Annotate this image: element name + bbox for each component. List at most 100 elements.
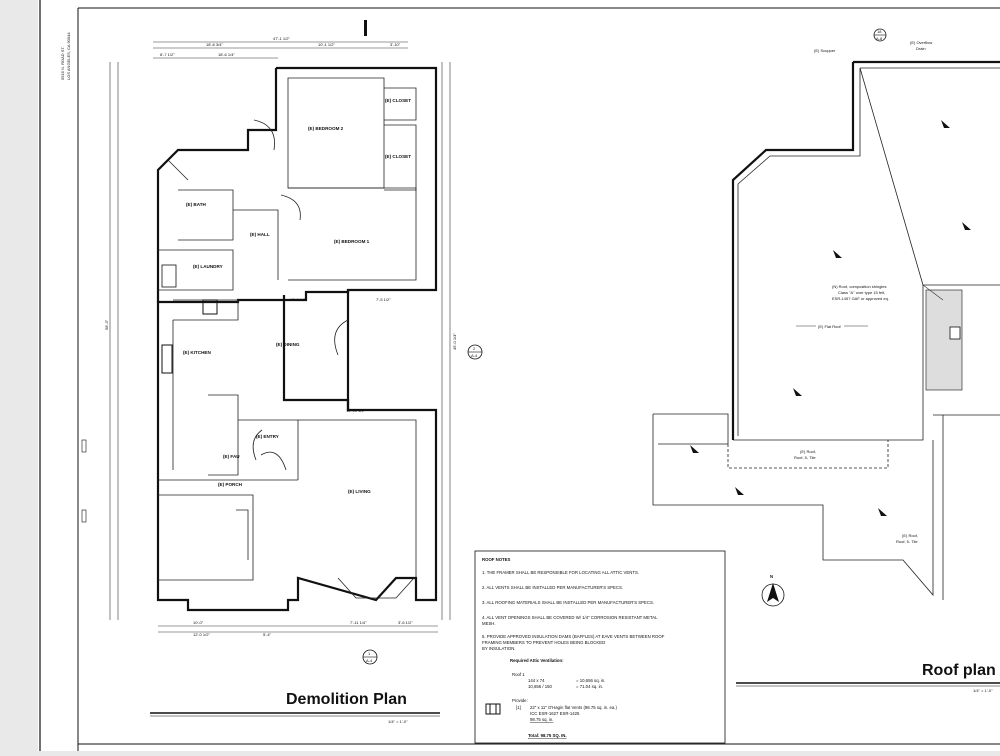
dim-mid-b: 7'-5 1/2" bbox=[376, 297, 391, 302]
roof-notes-heading: ROOF NOTES bbox=[482, 557, 511, 562]
svg-text:2: 2 bbox=[473, 346, 476, 351]
provide-qty: [1] bbox=[516, 705, 521, 710]
room-bedroom-1: (E) BEDROOM 1 bbox=[334, 239, 370, 244]
dim-bottom-a: 10'-0" bbox=[193, 620, 204, 625]
vent-stub bbox=[364, 20, 367, 36]
composition-label-1: (N) Roof, composition shingles bbox=[832, 284, 886, 289]
roof-plan-scale: 1/4" = 1'-0" bbox=[973, 688, 993, 693]
door-swings bbox=[167, 119, 349, 471]
dim-top-d: 8'-7 1/2" bbox=[160, 52, 175, 57]
ventilation-heading: Required Attic Ventilation: bbox=[510, 658, 564, 663]
bottom-dimensions: 10'-0" 12'-0 1/2" 5'-4" 7'-11 1/4" 3'-6 … bbox=[158, 620, 438, 637]
ventilation-roof-label: Roof 1 bbox=[512, 672, 525, 677]
svg-text:1: 1 bbox=[368, 651, 371, 656]
dim-bottom-c: 5'-4" bbox=[263, 632, 272, 637]
roof-note-1: 1. THE FRAMER SHALL BE RESPONSIBLE FOR L… bbox=[482, 570, 639, 575]
flat-vent-icon bbox=[485, 703, 501, 715]
calc-1a: 144 x 74 bbox=[528, 678, 545, 683]
address-line-1: 5516 N. ROAD ST. bbox=[60, 46, 65, 80]
flat-roof-label: (E) Flat Roof bbox=[818, 324, 842, 329]
exterior-wall bbox=[156, 66, 438, 612]
calc-2a: 10,656 / 150 bbox=[528, 684, 553, 689]
dim-overall-top: 47'-1 1/2" bbox=[273, 36, 290, 41]
address-line-2: LOS ANGELES, CA 90044 bbox=[66, 32, 71, 80]
roof-note-3: 3. ALL ROOFING MATERIALS SHALL BE INSTAL… bbox=[482, 600, 654, 605]
section-marker-2: 2 A-4 bbox=[467, 344, 483, 360]
architectural-drawing: 5516 N. ROAD ST. LOS ANGELES, CA 90044 4… bbox=[39, 0, 1000, 751]
room-closet-2: (E) CLOSET bbox=[385, 154, 411, 159]
calc-2b: = 71.04 sq. in. bbox=[576, 684, 603, 689]
demolition-plan-scale: 1/4" = 1'-0" bbox=[388, 719, 408, 724]
dim-top-e: 18'-6 1/4" bbox=[218, 52, 235, 57]
dim-top-a: 18'-8 3/4" bbox=[206, 42, 223, 47]
tile-roof-1b: Roof, 5- Tile bbox=[794, 455, 816, 460]
composition-roof-band bbox=[925, 289, 963, 391]
top-dimensions: 47'-1 1/2" 18'-8 3/4" 10'-1 1/2" 3'-10" … bbox=[153, 36, 408, 59]
composition-label-3: ESR-1457 GAF or approved eq. bbox=[832, 296, 889, 301]
room-porch: (E) PORCH bbox=[218, 482, 243, 487]
calc-1b: = 10,656 sq. in. bbox=[576, 678, 606, 683]
roof-lower-wing-right bbox=[822, 440, 934, 597]
section-marker-1: 1 A-4 bbox=[362, 649, 378, 665]
tile-roof-2b: Roof, 5- Tile bbox=[896, 539, 918, 544]
laundry-machines-icon bbox=[161, 264, 177, 288]
margin-mark-2 bbox=[81, 509, 87, 523]
demolition-plan-title: Demolition Plan bbox=[286, 691, 407, 708]
svg-text:18: 18 bbox=[877, 29, 882, 34]
dim-bottom-e: 3'-6 1/2" bbox=[398, 620, 413, 625]
roof-plan: Roof plan 1/4" = 1'-0" (E) Scupper (E) O… bbox=[652, 28, 1000, 693]
roof-note-4b: MESH. bbox=[482, 621, 496, 626]
drawing-sheet: 5516 N. ROAD ST. LOS ANGELES, CA 90044 4… bbox=[38, 0, 1000, 751]
svg-text:A-4: A-4 bbox=[471, 353, 478, 358]
roof-outline-main bbox=[731, 60, 1000, 440]
provide-label: Provide: bbox=[512, 698, 528, 703]
north-arrow: N bbox=[761, 574, 785, 607]
margin-mark-1 bbox=[81, 439, 87, 453]
dim-top-b: 10'-1 1/2" bbox=[318, 42, 335, 47]
room-kitchen: (E) KITCHEN bbox=[183, 350, 211, 355]
svg-text:A-8: A-8 bbox=[876, 36, 883, 41]
roof-notes-box: ROOF NOTES 1. THE FRAMER SHALL BE RESPON… bbox=[474, 550, 726, 744]
provide-item: 22" x 11" O'Hagin flat Vents (98.75 sq. … bbox=[530, 705, 617, 710]
overflow-label-2: Drain bbox=[916, 46, 926, 51]
dim-bottom-b: 12'-0 1/2" bbox=[193, 632, 210, 637]
roof-note-5: 5. PROVIDE APPROVED INSULATION DAMS (BAF… bbox=[482, 634, 665, 639]
detail-marker: 18 A-8 bbox=[873, 28, 887, 42]
room-laundry: (E) LAUNDRY bbox=[193, 264, 223, 269]
room-fau: (E) FAU bbox=[223, 454, 240, 459]
room-bedroom-2: (E) BEDROOM 2 bbox=[308, 126, 344, 131]
dim-top-c: 3'-10" bbox=[390, 42, 401, 47]
ventilation-total: Total: 98.75 SQ. IN. bbox=[528, 733, 567, 738]
provide-icc: ICC ESR-1627 ESR-1425 bbox=[530, 711, 580, 716]
roof-note-5c: BY INSULATION. bbox=[482, 646, 516, 651]
roof-plan-title: Roof plan bbox=[922, 662, 996, 679]
address-block: 5516 N. ROAD ST. LOS ANGELES, CA 90044 bbox=[60, 32, 71, 80]
roof-lower-wing-left bbox=[652, 413, 824, 520]
roof-ridge bbox=[859, 67, 1000, 286]
room-entry: (E) ENTRY bbox=[256, 434, 279, 439]
sink-icon bbox=[161, 344, 173, 374]
room-dining: (E) DINING bbox=[276, 342, 300, 347]
dim-left-overall: 58'-3" bbox=[104, 319, 109, 330]
dim-right-overall: 45'-0 1/4" bbox=[452, 333, 457, 350]
north-label: N bbox=[770, 574, 773, 579]
provide-area: 98.75 sq. in. bbox=[530, 717, 553, 722]
roof-note-5b: FRAMING MEMBERS TO PREVENT HOLES BEING B… bbox=[482, 640, 605, 645]
room-living: (E) LIVING bbox=[348, 489, 371, 494]
bay-window bbox=[337, 577, 415, 599]
room-hall: (E) HALL bbox=[250, 232, 270, 237]
composition-label-2: Class "A" over type 15 felt, bbox=[838, 290, 885, 295]
dim-living-width: 18'-10 1/2" bbox=[346, 408, 366, 413]
svg-text:A-4: A-4 bbox=[366, 658, 373, 663]
slope-arrows bbox=[690, 120, 971, 516]
demolition-plan: 47'-1 1/2" 18'-8 3/4" 10'-1 1/2" 3'-10" … bbox=[104, 20, 483, 724]
tile-roof-2a: (E) Roof, bbox=[902, 533, 918, 538]
scupper-label: (E) Scupper bbox=[814, 48, 836, 53]
tile-roof-1a: (E) Roof, bbox=[800, 449, 816, 454]
stove-icon bbox=[202, 299, 218, 315]
roof-note-4: 4. ALL VENT OPENINGS SHALL BE COVERED W/… bbox=[482, 615, 658, 620]
overflow-label-1: (E) Overflow bbox=[910, 40, 932, 45]
dim-mid-a: 12'-8 1/2" bbox=[290, 297, 307, 302]
room-bath: (E) BATH bbox=[186, 202, 206, 207]
chimney-icon bbox=[949, 326, 961, 340]
